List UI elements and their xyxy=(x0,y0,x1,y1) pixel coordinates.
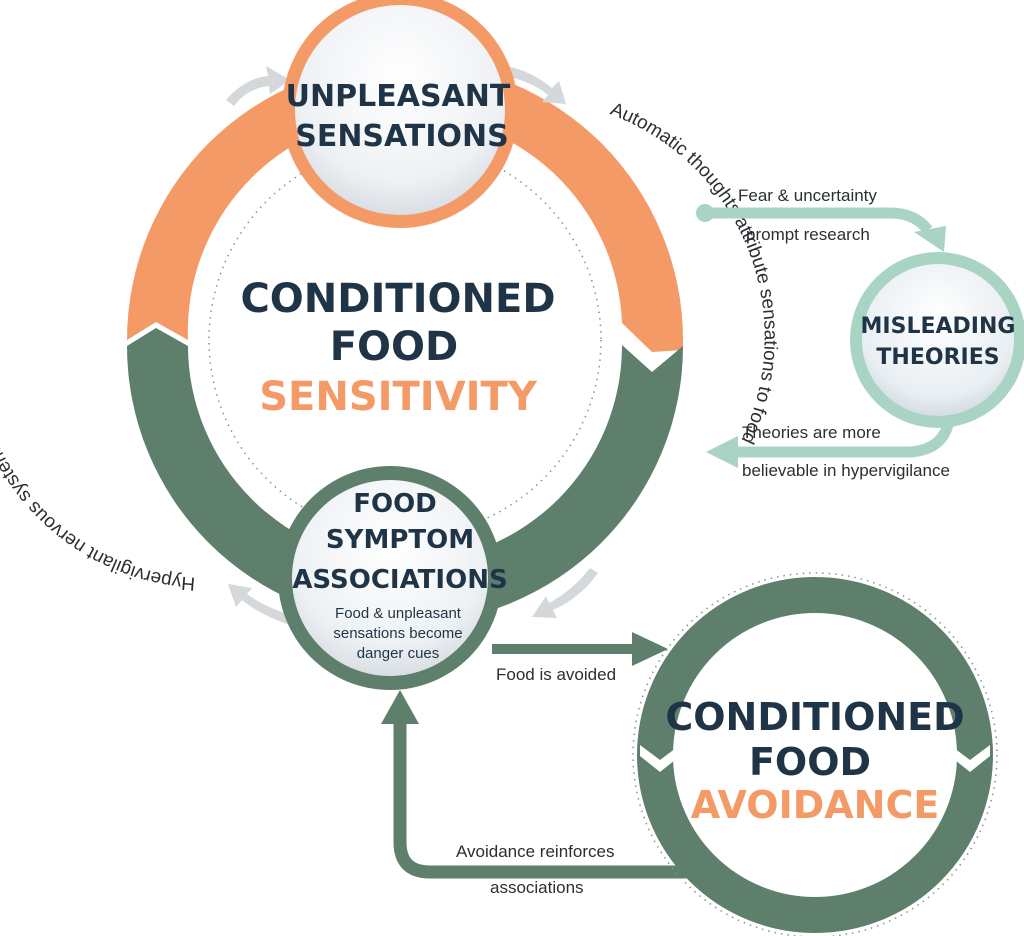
gray-arrow-top-right xyxy=(503,66,566,104)
sensitivity-ring-upper-orange xyxy=(127,62,683,352)
avoidance-title-line3: AVOIDANCE xyxy=(691,783,940,827)
avoidance-outer-dotted-ring xyxy=(632,572,998,936)
sensitivity-title-line3: SENSITIVITY xyxy=(259,374,538,420)
food-symptom-line2: SYMPTOM xyxy=(326,525,474,555)
food-symptom-sub2: sensations become xyxy=(333,625,462,642)
reinforce-label-line2: associations xyxy=(490,878,584,897)
theories-believable-connector: Theories are more believable in hypervig… xyxy=(706,423,954,480)
food-symptom-sub3: danger cues xyxy=(357,645,440,662)
food-symptom-associations-node: FOOD SYMPTOM ASSOCIATIONS Food & unpleas… xyxy=(278,466,508,690)
misleading-theories-node: MISLEADING THEORIES xyxy=(850,252,1024,428)
unpleasant-line2: SENSATIONS xyxy=(295,119,509,154)
food-symptom-line1: FOOD xyxy=(353,489,437,519)
gray-arrow-top-left xyxy=(226,66,290,106)
avoidance-title-line1: CONDITIONED xyxy=(665,695,964,739)
fear-label-line1: Fear & uncertainty xyxy=(738,186,877,205)
fear-research-connector: Fear & uncertainty prompt research xyxy=(696,186,946,252)
misleading-line2: THEORIES xyxy=(876,345,999,370)
misleading-line1: MISLEADING xyxy=(861,314,1016,339)
avoidance-ring xyxy=(637,577,993,933)
food-symptom-sub1: Food & unpleasant xyxy=(335,605,462,622)
theories-label-line1: Theories are more xyxy=(742,423,881,442)
gray-cycle-arrows xyxy=(226,66,598,625)
unpleasant-line1: UNPLEASANT xyxy=(286,79,511,114)
sensitivity-title-line2: FOOD xyxy=(330,324,459,370)
food-symptom-line3: ASSOCIATIONS xyxy=(292,565,507,595)
avoidance-cycle-node: CONDITIONED FOOD AVOIDANCE xyxy=(632,572,998,936)
gray-arrow-bottom-left xyxy=(228,584,294,625)
food-avoided-connector: Food is avoided xyxy=(492,632,668,684)
gray-arrow-bottom-right xyxy=(532,568,598,618)
sensitivity-ring-lower-green xyxy=(127,328,683,624)
fear-label-line2: prompt research xyxy=(746,225,870,244)
theories-label-line2: believable in hypervigilance xyxy=(742,461,950,480)
food-avoided-label: Food is avoided xyxy=(496,665,616,684)
sensitivity-title-line1: CONDITIONED xyxy=(240,276,555,322)
avoidance-title-line2: FOOD xyxy=(749,740,871,784)
unpleasant-sensations-node: UNPLEASANT SENSATIONS xyxy=(282,0,518,228)
avoidance-reinforces-connector: Avoidance reinforces associations xyxy=(381,690,690,897)
reinforce-label-line1: Avoidance reinforces xyxy=(456,842,614,861)
